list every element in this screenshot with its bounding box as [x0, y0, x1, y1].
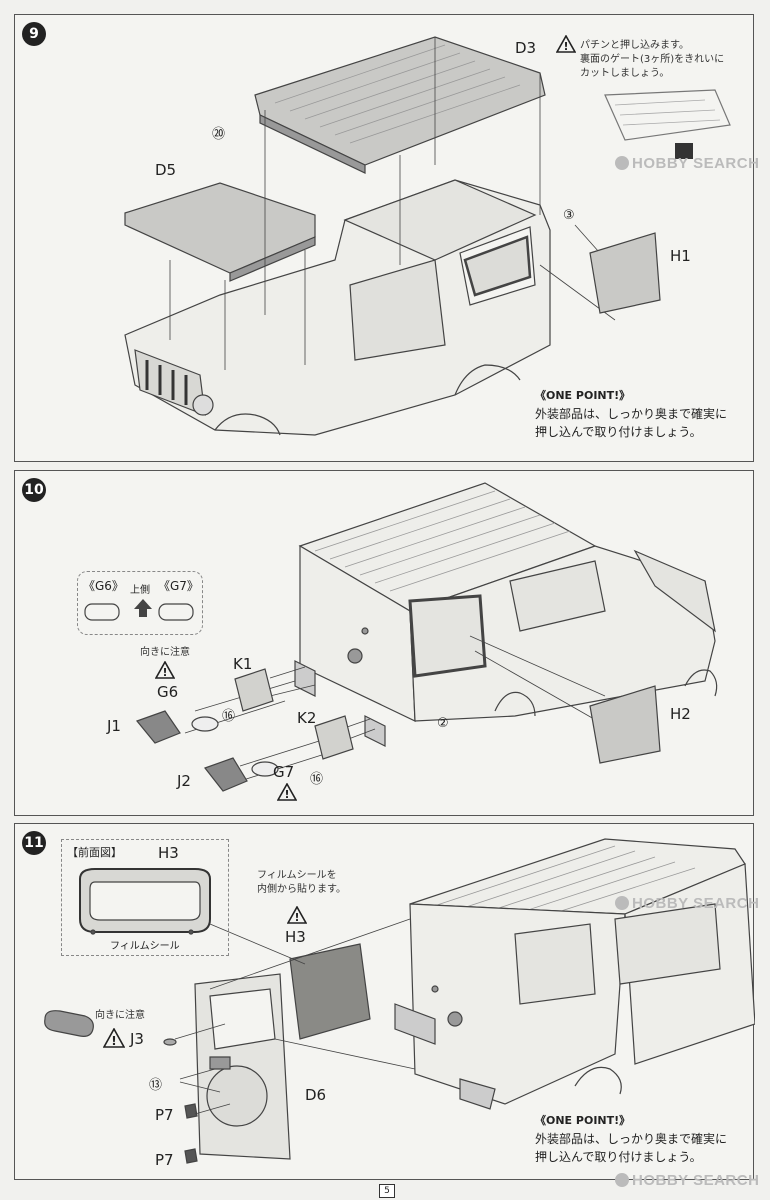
part-label-h3: H3: [285, 928, 306, 946]
part-label-j2: J2: [177, 772, 191, 790]
watermark-icon: [615, 156, 629, 170]
part-label-j1: J1: [107, 717, 121, 735]
part-label-d6: D6: [305, 1086, 327, 1104]
part-label-13: ⑬: [149, 1078, 163, 1093]
warning-icon: !: [103, 1028, 125, 1048]
warning-icon: !: [277, 783, 297, 801]
svg-text:!: !: [563, 40, 568, 53]
part-label-j3: J3: [130, 1030, 144, 1048]
tag-g7: 《G7》: [158, 579, 199, 593]
step-number: 10: [22, 478, 46, 502]
film-note: フィルムシールを 内側から貼ります。: [257, 870, 346, 895]
svg-text:!: !: [111, 1034, 116, 1048]
film-seal-label: フィルムシール: [110, 941, 180, 952]
part-label-3: ③: [563, 208, 575, 223]
front-view-box: [61, 839, 229, 956]
warning-icon: !: [287, 906, 307, 924]
step-10-illustration: [84, 482, 718, 792]
step-number: 11: [22, 831, 46, 855]
tag-g6: 《G6》: [83, 579, 124, 593]
step-11-panel: 11: [14, 823, 755, 1180]
part-label-k1: K1: [233, 655, 253, 673]
watermark-logo: HOBBY SEARCH: [615, 1172, 759, 1189]
one-point-tip: 《ONE POINT!》 外装部品は、しっかり奥まで確実に 押し込んで取り付けま…: [535, 389, 728, 439]
svg-text:!: !: [294, 911, 299, 924]
part-label-p7a: P7: [155, 1106, 174, 1124]
orientation-note: 向きに注意: [95, 1010, 145, 1021]
part-label-g7: G7: [273, 763, 295, 781]
part-label-h1: H1: [670, 247, 691, 265]
part-label-20: ⑳: [212, 127, 226, 142]
warning-icon: !: [155, 661, 175, 679]
watermark-icon: [615, 1173, 629, 1187]
orientation-box: [77, 571, 203, 635]
orientation-note: 向きに注意: [140, 647, 190, 658]
step-9-illustration: [124, 36, 731, 436]
part-label-2: ②: [437, 716, 449, 731]
step-9-panel: 9: [14, 14, 754, 462]
step-number: 9: [22, 22, 46, 46]
part-label-16a: ⑯: [222, 709, 236, 724]
step-10-panel: 10: [14, 470, 754, 816]
watermark-icon: [615, 896, 629, 910]
part-label-h3-view: H3: [158, 844, 179, 862]
page-number: 5: [379, 1184, 395, 1198]
part-label-16b: ⑯: [310, 772, 324, 787]
warning-icon: !: [556, 35, 576, 53]
part-label-d3: D3: [515, 39, 537, 57]
one-point-tip: 《ONE POINT!》 外装部品は、しっかり奥まで確実に 押し込んで取り付けま…: [535, 1114, 728, 1164]
svg-text:!: !: [162, 666, 167, 679]
svg-text:!: !: [284, 788, 289, 801]
part-label-d5: D5: [155, 161, 177, 179]
watermark-logo: HOBBY SEARCH: [615, 155, 759, 172]
part-label-h2: H2: [670, 705, 691, 723]
step-11-illustration: [44, 838, 755, 1164]
up-side-label: 上側: [130, 585, 150, 596]
step-9-note: パチンと押し込みます。 裏面のゲート(3ヶ所)をきれいに カットしましょう。: [580, 40, 725, 79]
front-view-label: 【前面図】: [67, 846, 122, 859]
part-label-g6: G6: [157, 683, 179, 701]
part-label-p7b: P7: [155, 1151, 174, 1169]
part-label-k2: K2: [297, 709, 317, 727]
watermark-logo: HOBBY SEARCH: [615, 895, 759, 912]
